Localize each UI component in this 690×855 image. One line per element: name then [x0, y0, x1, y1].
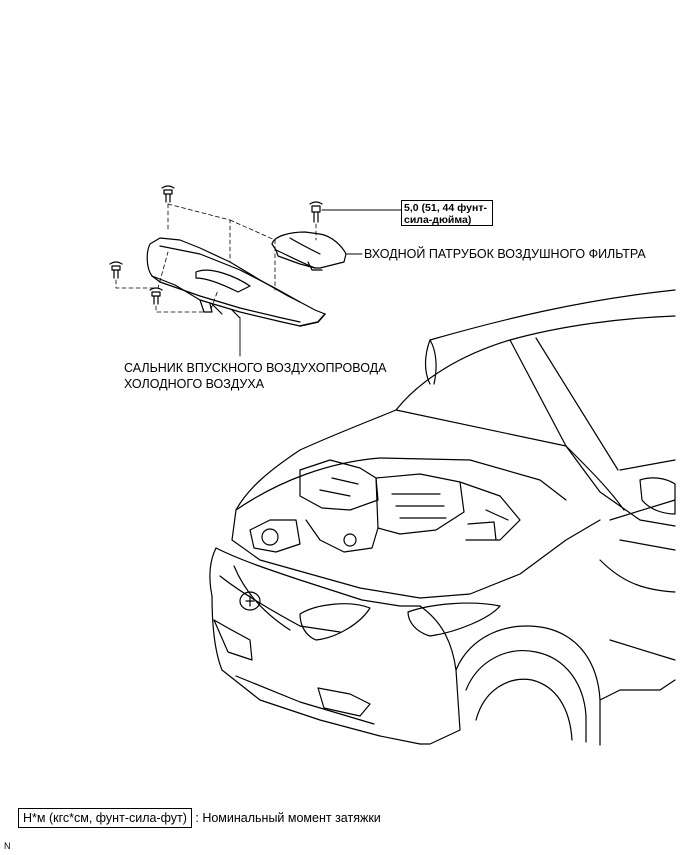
vehicle-front-view [209, 289, 676, 746]
bolt [309, 201, 323, 223]
leader-lines [239, 209, 402, 357]
clip-middle [149, 287, 163, 305]
clip-top [161, 185, 175, 203]
clip-left [109, 261, 123, 279]
torque-unit-box: Н*м (кгс*см, фунт-сила-фут) [18, 808, 192, 828]
seal-label-line-1: САЛЬНИК ВПУСКНОГО ВОЗДУХОПРОВОДА [124, 361, 387, 375]
torque-spec-line-1: 5,0 (51, 44 фунт- [404, 202, 487, 214]
intake-duct-label: ВХОДНОЙ ПАТРУБОК ВОЗДУШНОГО ФИЛЬТРА [364, 247, 646, 261]
assembly-guide-lines [115, 203, 276, 313]
corner-mark: N [4, 841, 11, 851]
torque-legend-description: : Номинальный момент затяжки [195, 811, 381, 825]
torque-legend: Н*м (кгс*см, фунт-сила-фут) : Номинальны… [18, 808, 381, 828]
torque-spec-box: 5,0 (51, 44 фунт- сила-дюйма) [401, 200, 493, 226]
torque-spec-line-2: сила-дюйма) [404, 214, 472, 226]
seal-label-line-2: ХОЛОДНОГО ВОЗДУХА [124, 377, 265, 391]
air-filter-intake-duct [271, 231, 347, 271]
cold-air-intake-seal [146, 237, 326, 327]
